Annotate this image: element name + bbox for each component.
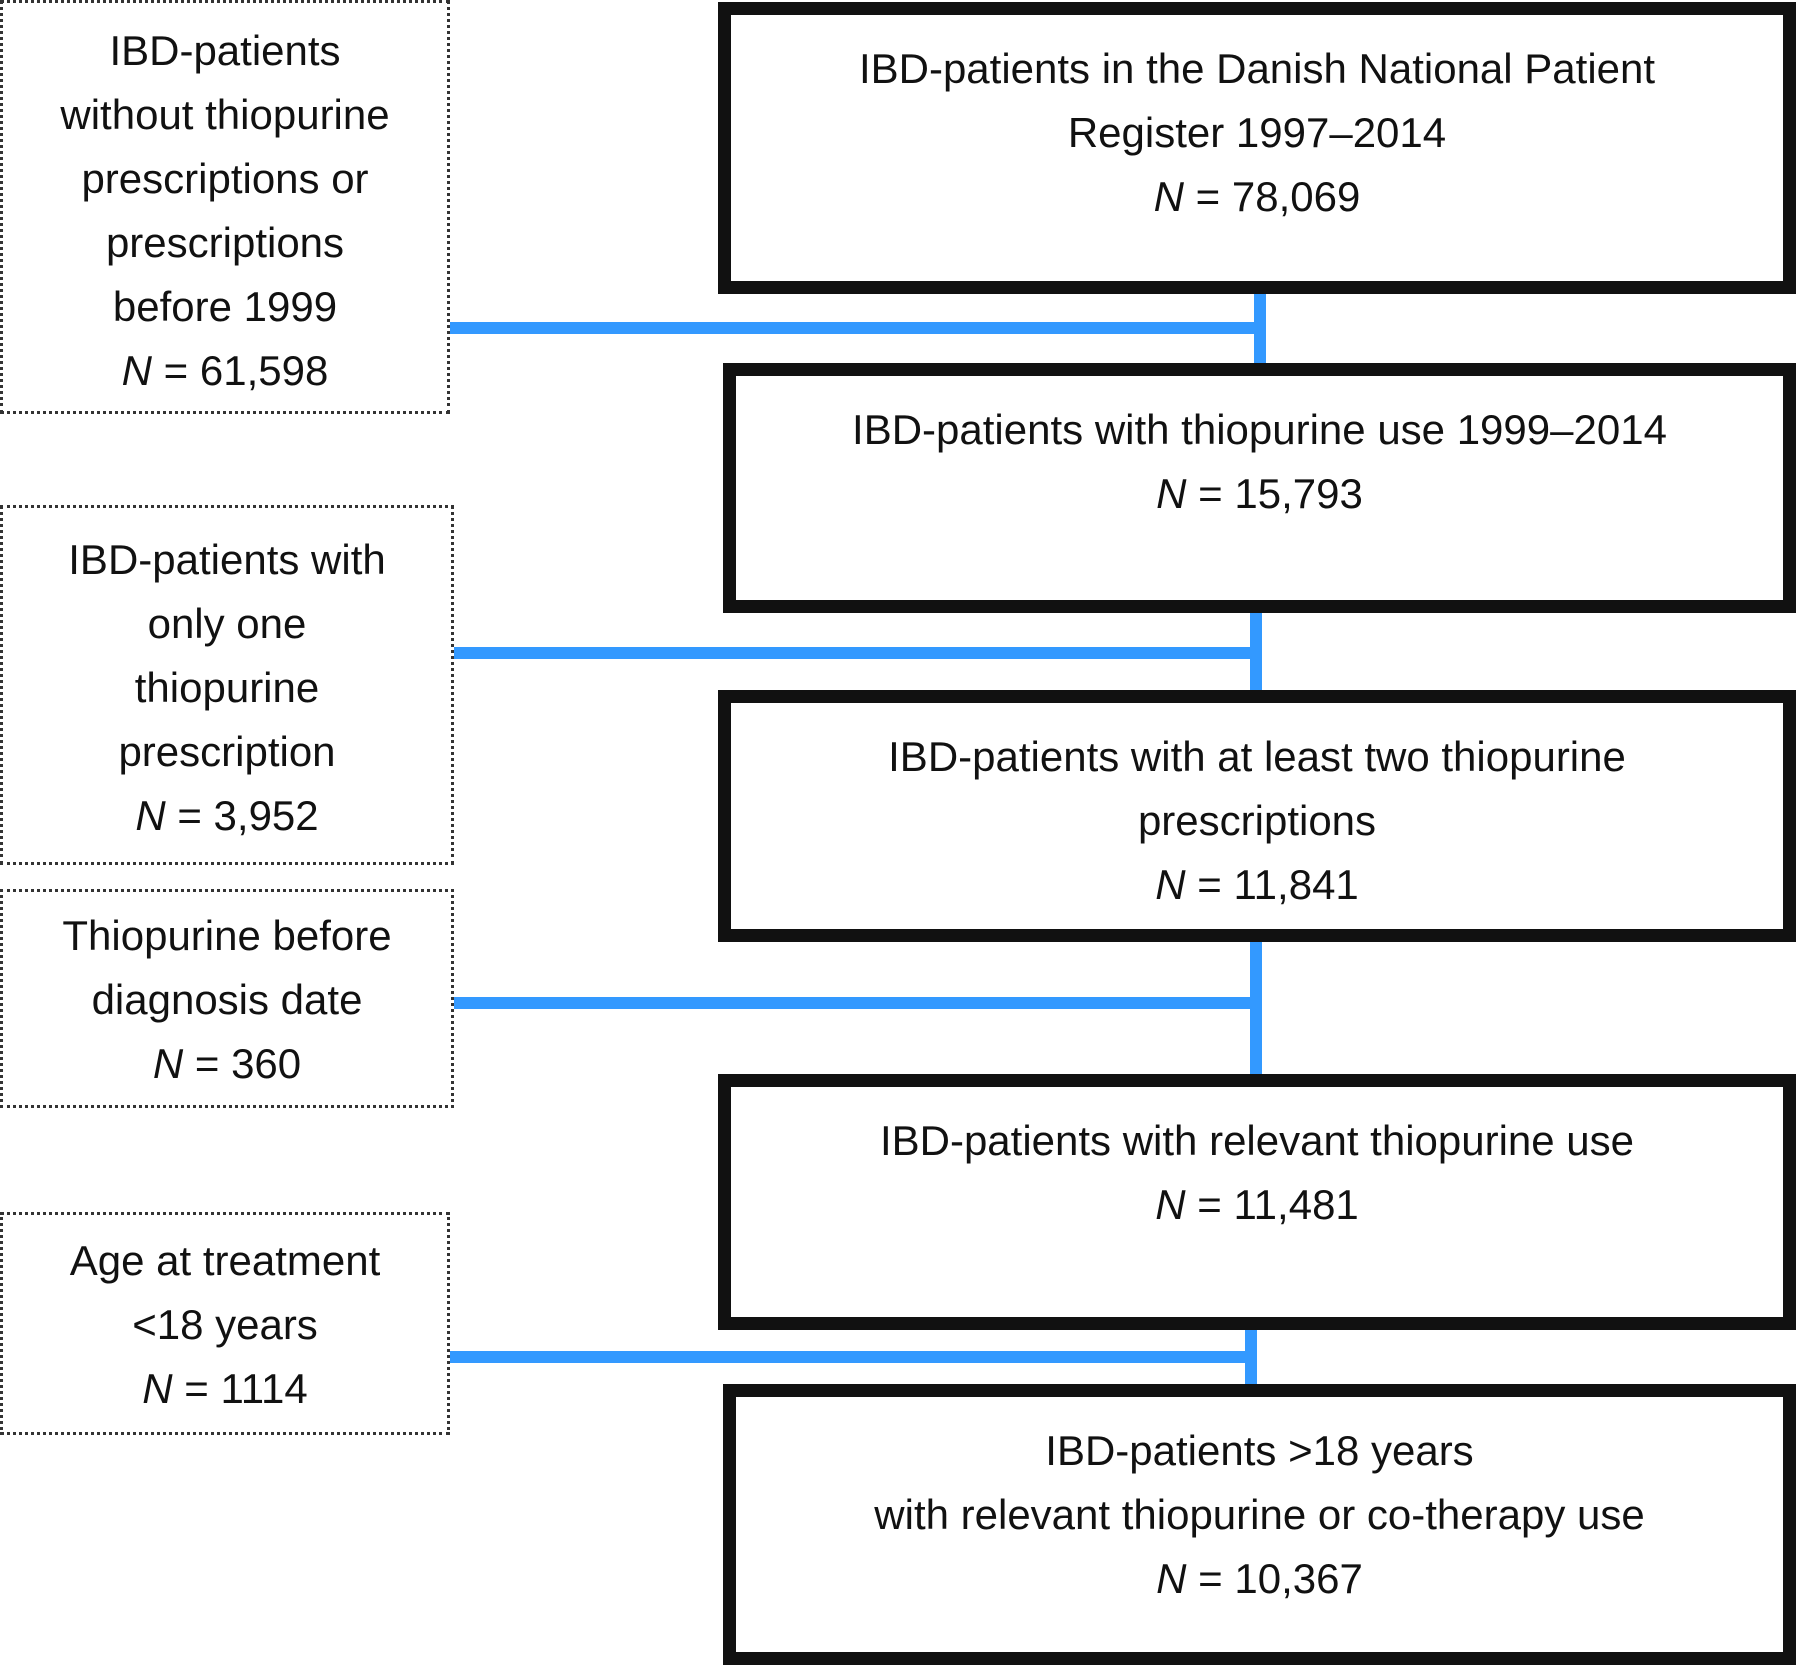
exclusion-box-age-under-18: Age at treatment <18 years N = 1114	[0, 1212, 450, 1435]
exclusion-text-line: IBD-patients with	[68, 536, 386, 583]
exclusion-count: N = 3,952	[135, 792, 319, 839]
main-box-relevant-use: IBD-patients with relevant thiopurine us…	[718, 1074, 1796, 1330]
exclusion-count: N = 1114	[142, 1365, 308, 1412]
main-box-text-line: Register 1997–2014	[1067, 109, 1447, 156]
exclusion-text-line: Age at treatment	[69, 1237, 381, 1284]
main-box-text-line: IBD-patients in the Danish National Pati…	[858, 45, 1656, 92]
main-box-text-line: with relevant thiopurine or co-therapy u…	[874, 1491, 1645, 1538]
main-box-count: N = 11,841	[1155, 861, 1359, 908]
exclusion-text-line: before 1999	[112, 283, 338, 330]
exclusion-text-line: <18 years	[132, 1301, 318, 1348]
exclusion-box-before-diagnosis: Thiopurine before diagnosis date N = 360	[0, 889, 454, 1108]
main-box-count: N = 11,481	[1155, 1181, 1359, 1228]
exclusion-connector-4	[447, 1351, 1253, 1363]
exclusion-text-line: prescriptions or	[81, 155, 369, 202]
exclusion-box-one-prescription: IBD-patients with only one thiopurine pr…	[0, 505, 454, 865]
main-box-final-cohort: IBD-patients >18 years with relevant thi…	[723, 1384, 1796, 1665]
exclusion-text-line: without thiopurine	[60, 91, 390, 138]
exclusion-connector-1	[442, 322, 1262, 334]
exclusion-box-no-prescriptions: IBD-patients without thiopurine prescrip…	[0, 0, 450, 414]
exclusion-connector-2	[452, 647, 1258, 659]
exclusion-count: N = 360	[152, 1040, 302, 1087]
exclusion-count: N = 61,598	[121, 347, 329, 394]
main-box-thiopurine-use: IBD-patients with thiopurine use 1999–20…	[723, 363, 1796, 613]
main-box-count: N = 78,069	[1153, 173, 1361, 220]
exclusion-text-line: only one	[147, 600, 307, 647]
main-box-text-line: prescriptions	[1137, 797, 1377, 844]
main-box-text-line: IBD-patients with relevant thiopurine us…	[879, 1117, 1635, 1164]
exclusion-text-line: prescriptions	[105, 219, 345, 266]
main-box-count: N = 10,367	[1156, 1555, 1363, 1602]
exclusion-text-line: diagnosis date	[91, 976, 363, 1023]
exclusion-connector-3	[452, 997, 1258, 1009]
main-box-two-prescriptions: IBD-patients with at least two thiopurin…	[718, 690, 1796, 942]
main-box-count: N = 15,793	[1156, 470, 1363, 517]
main-box-text-line: IBD-patients with at least two thiopurin…	[888, 733, 1626, 780]
exclusion-text-line: Thiopurine before	[62, 912, 392, 959]
exclusion-text-line: IBD-patients	[109, 27, 341, 74]
main-box-text-line: IBD-patients >18 years	[1045, 1427, 1474, 1474]
main-box-registered-patients: IBD-patients in the Danish National Pati…	[718, 2, 1796, 294]
exclusion-text-line: thiopurine	[134, 664, 320, 711]
exclusion-text-line: prescription	[118, 728, 336, 775]
main-box-text-line: IBD-patients with thiopurine use 1999–20…	[852, 406, 1667, 453]
